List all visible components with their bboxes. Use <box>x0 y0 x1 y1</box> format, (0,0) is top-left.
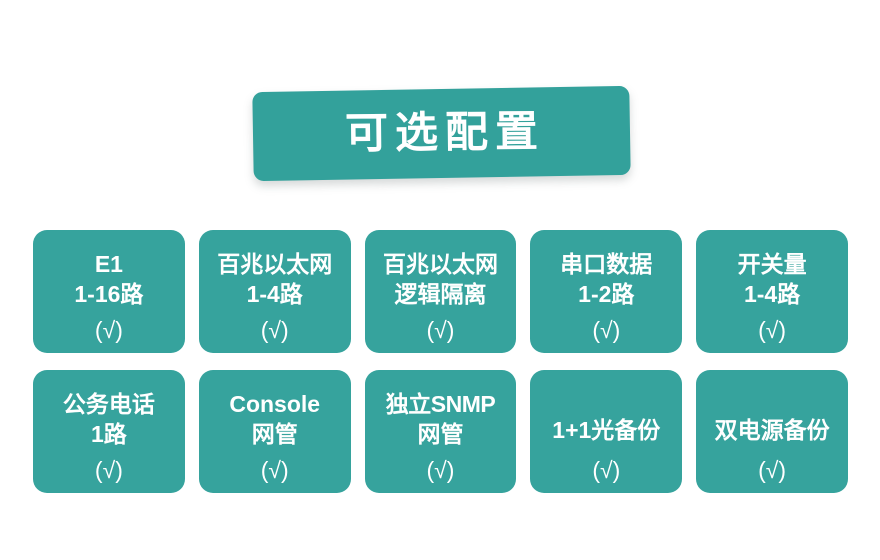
card-line-2: 逻辑隔离 <box>394 281 487 307</box>
card-line-1: 开关量 <box>737 251 807 277</box>
card-check-mark: (√) <box>94 457 123 483</box>
card-line-1: 独立SNMP <box>385 391 496 417</box>
card-check-mark: (√) <box>592 457 621 483</box>
card-row-1: E1 1-16路 (√) 百兆以太网 1-4路 (√) 百兆以太网 逻辑隔离 (… <box>33 230 848 353</box>
card-check-mark: (√) <box>426 317 455 343</box>
card-check-mark: (√) <box>758 457 787 483</box>
option-card-switch-quantity[interactable]: 开关量 1-4路 (√) <box>696 230 848 353</box>
option-card-e1[interactable]: E1 1-16路 (√) <box>33 230 185 353</box>
card-line-2: 网管 <box>251 421 298 447</box>
card-line-2: 1-2路 <box>578 281 635 307</box>
card-line-1: E1 <box>94 251 123 277</box>
page-title: 可选配置 <box>344 107 546 159</box>
option-card-fast-ethernet[interactable]: 百兆以太网 1-4路 (√) <box>198 230 351 353</box>
option-card-optical-1plus1-backup[interactable]: 1+1光备份 (√) <box>530 370 683 493</box>
card-check-mark: (√) <box>592 317 621 343</box>
option-card-independent-snmp[interactable]: 独立SNMP 网管 (√) <box>364 370 517 493</box>
card-check-mark: (√) <box>260 317 289 343</box>
card-check-mark: (√) <box>758 317 787 343</box>
card-line-1: 1+1光备份 <box>552 417 661 443</box>
card-check-mark: (√) <box>426 457 455 483</box>
card-line-1: 百兆以太网 <box>217 251 333 277</box>
card-line-1: 串口数据 <box>560 251 653 277</box>
card-line-2: 1路 <box>91 421 127 447</box>
title-banner: 可选配置 <box>252 85 631 182</box>
card-line-1: Console <box>229 391 321 417</box>
card-check-mark: (√) <box>260 457 289 483</box>
card-line-2: 1-4路 <box>246 281 303 307</box>
option-card-serial-data[interactable]: 串口数据 1-2路 (√) <box>530 230 683 353</box>
card-line-1: 双电源备份 <box>714 417 830 443</box>
card-line-2: 1-16路 <box>74 281 144 307</box>
card-row-2: 公务电话 1路 (√) Console 网管 (√) 独立SNMP 网管 (√)… <box>33 370 848 493</box>
card-line-1: 公务电话 <box>62 391 155 417</box>
option-card-console-management[interactable]: Console 网管 (√) <box>198 370 351 493</box>
option-card-ethernet-logical-isolation[interactable]: 百兆以太网 逻辑隔离 (√) <box>364 230 517 353</box>
card-line-2: 1-4路 <box>743 281 801 307</box>
title-banner-area: 可选配置 <box>0 0 880 200</box>
card-check-mark: (√) <box>94 317 123 343</box>
option-card-service-phone[interactable]: 公务电话 1路 (√) <box>33 370 185 493</box>
card-line-2: 网管 <box>417 421 464 447</box>
option-card-grid: E1 1-16路 (√) 百兆以太网 1-4路 (√) 百兆以太网 逻辑隔离 (… <box>33 230 848 493</box>
card-line-1: 百兆以太网 <box>382 251 498 277</box>
option-card-dual-power-backup[interactable]: 双电源备份 (√) <box>696 370 848 493</box>
